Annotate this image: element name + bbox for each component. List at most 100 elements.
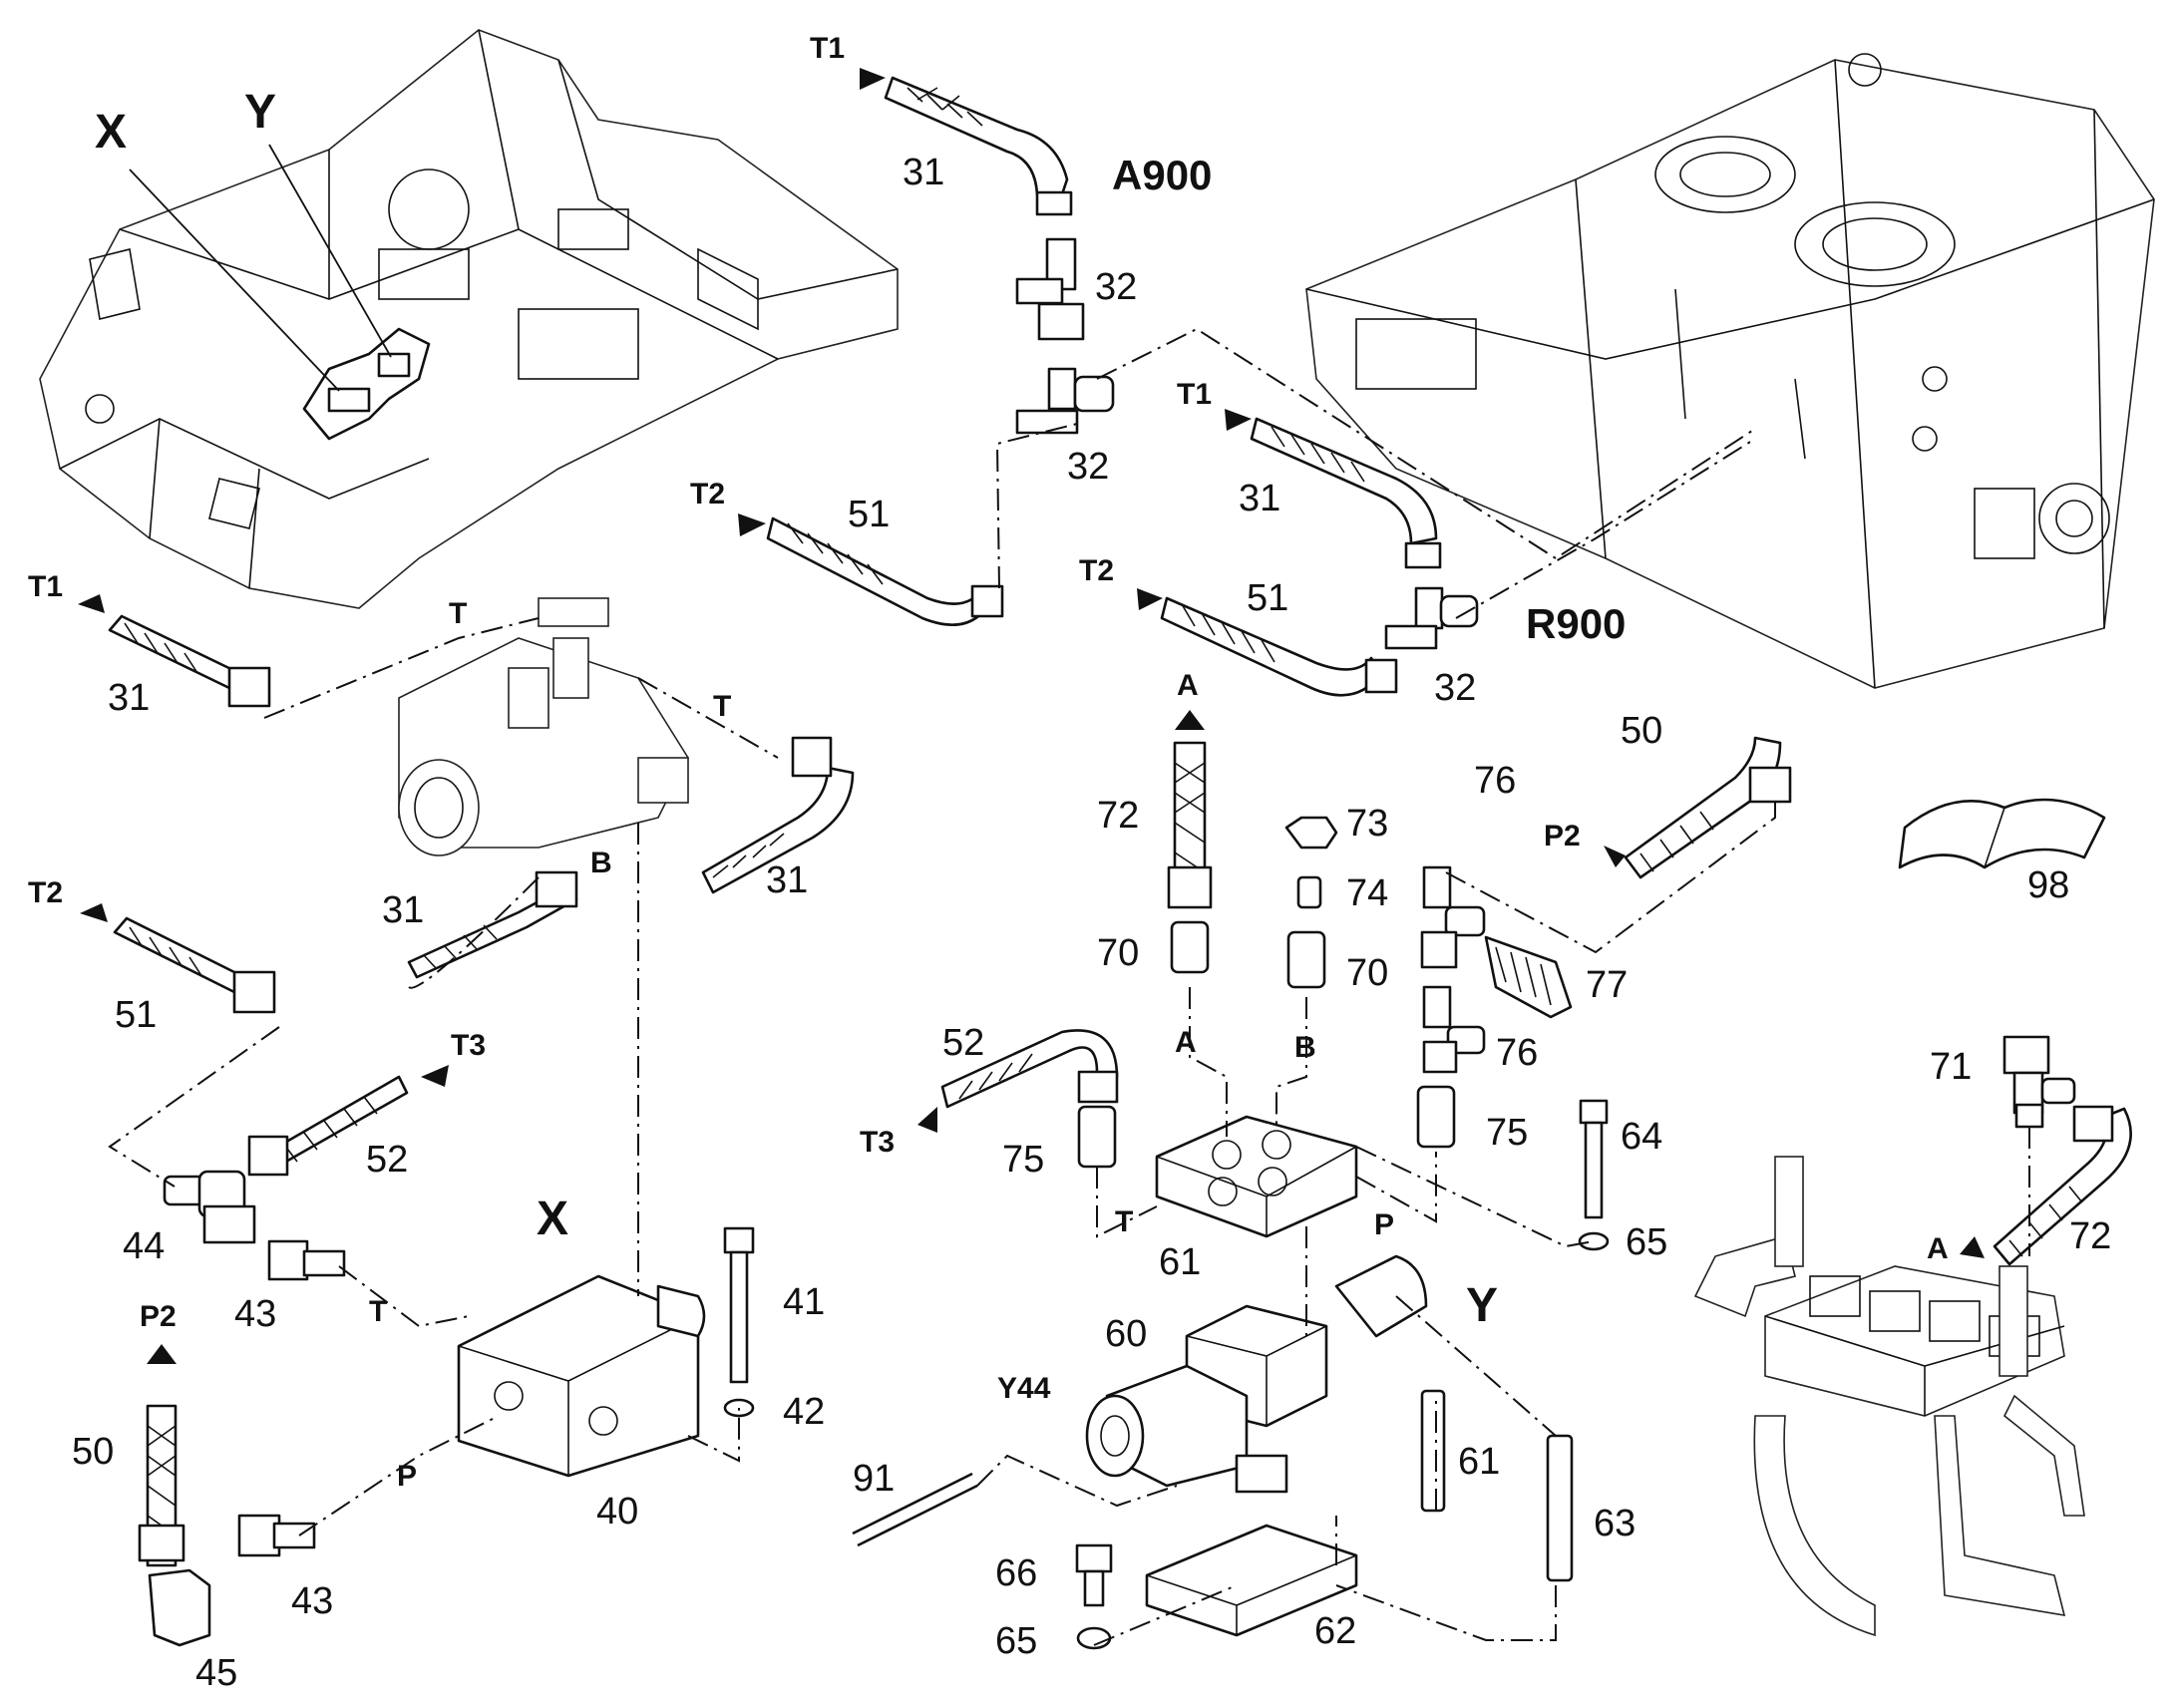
- valve-manifold: [398, 597, 689, 856]
- callout-70: 70: [1346, 952, 1388, 994]
- connection-lines: [108, 327, 2030, 1646]
- callout-44: 44: [123, 1225, 165, 1267]
- bolt-64: [1579, 1099, 1609, 1219]
- view-label-y: Y: [1466, 1279, 1498, 1332]
- port-p2: P2: [140, 1300, 177, 1333]
- port-t2: T2: [690, 478, 725, 511]
- tee-76-lower: [1422, 985, 1486, 1074]
- hose-52-center: [940, 1029, 1119, 1109]
- chassis-frame: [39, 29, 899, 609]
- component-label-a900: A900: [1112, 152, 1212, 198]
- adapter-plate-61: [1155, 1115, 1358, 1238]
- tee-32-middle: [1015, 367, 1115, 435]
- callout-52: 52: [942, 1022, 984, 1064]
- port-p: P: [397, 1460, 417, 1493]
- hose-72-center: [1167, 741, 1213, 909]
- callout-51: 51: [1247, 577, 1288, 619]
- hose-31-manifold-left: [407, 870, 578, 979]
- hose-31-manifold-right: [701, 736, 855, 894]
- callout-62: 62: [1314, 1610, 1356, 1652]
- port-t2: T2: [1079, 554, 1114, 587]
- callout-31: 31: [108, 677, 150, 719]
- cap-73: [1284, 816, 1338, 850]
- cable-91-b: [852, 1472, 973, 1536]
- adapter-43-lower: [237, 1514, 316, 1557]
- hose-31-top: [884, 76, 1073, 216]
- callout-65: 65: [995, 1620, 1037, 1662]
- view-label-x: X: [537, 1193, 568, 1245]
- callout-31: 31: [766, 859, 808, 901]
- callout-91: 91: [853, 1458, 895, 1500]
- port-a: A: [1927, 1232, 1949, 1265]
- leader-y-inset: [268, 144, 392, 358]
- solenoid-valve-60: [1085, 1254, 1428, 1494]
- hose-51-left: [113, 916, 276, 1014]
- port-t1: T1: [810, 32, 845, 65]
- port-t3: T3: [451, 1029, 486, 1062]
- hose-31-right: [1250, 417, 1442, 569]
- callout-32: 32: [1434, 667, 1476, 709]
- callout-45: 45: [195, 1652, 237, 1694]
- callout-50: 50: [72, 1431, 114, 1473]
- arrow-t1-left: [78, 594, 105, 613]
- port-t: T: [1115, 1205, 1133, 1238]
- adapter-43-upper: [267, 1239, 346, 1281]
- callout-76: 76: [1496, 1032, 1538, 1074]
- callout-42: 42: [783, 1391, 825, 1433]
- port-a: A: [1177, 669, 1199, 702]
- callout-labels: 31 32 32 51 31 51 32 31 31 31 51 52 44 4…: [72, 152, 2111, 1694]
- arrow-a-center: [1175, 710, 1205, 730]
- callout-66: 66: [995, 1552, 1037, 1594]
- arrow-p2-right: [1604, 846, 1626, 867]
- arrow-t2-right: [1137, 588, 1163, 610]
- callout-74: 74: [1346, 872, 1388, 914]
- callout-61: 61: [1458, 1441, 1500, 1483]
- callout-51: 51: [848, 494, 890, 535]
- callout-65: 65: [1626, 1221, 1667, 1263]
- port-t3: T3: [860, 1126, 895, 1159]
- arrow-p2-left: [147, 1344, 177, 1364]
- callout-61: 61: [1159, 1241, 1201, 1283]
- callout-77: 77: [1586, 964, 1628, 1006]
- cable-91: [857, 1484, 978, 1547]
- plug-74: [1296, 875, 1322, 909]
- hose-51-right: [1160, 596, 1398, 697]
- spacer-63: [1546, 1434, 1574, 1582]
- callout-72: 72: [1097, 795, 1139, 837]
- bolt-66: [1075, 1543, 1113, 1607]
- callout-64: 64: [1621, 1116, 1662, 1158]
- flow-arrows: [78, 68, 1985, 1364]
- arrow-t1-right: [1225, 409, 1252, 431]
- valve-bank-assembly: [1693, 1156, 2085, 1637]
- component-label-r900: R900: [1526, 600, 1626, 647]
- callout-98: 98: [2027, 864, 2069, 906]
- nipple-75-left: [1077, 1105, 1117, 1169]
- screw-61: [1420, 1389, 1446, 1513]
- arrow-t2-top: [738, 513, 766, 536]
- port-t1: T1: [1177, 378, 1212, 411]
- tee-32-upper: [1015, 237, 1085, 341]
- manual-book-98: [1898, 798, 2106, 869]
- tee-32-right: [1384, 586, 1479, 650]
- callout-63: 63: [1594, 1503, 1635, 1544]
- callout-72: 72: [2069, 1215, 2111, 1257]
- hose-31-left: [108, 614, 271, 708]
- callout-41: 41: [783, 1281, 825, 1323]
- tank-r900: [1305, 53, 2155, 689]
- port-t: T: [713, 690, 731, 723]
- callout-71: 71: [1930, 1046, 1972, 1088]
- arrow-a-right: [1960, 1236, 1985, 1258]
- callout-76: 76: [1474, 760, 1516, 802]
- elbow-45: [148, 1568, 211, 1647]
- hose-77: [1484, 935, 1573, 1019]
- view-label-y-top: Y: [244, 86, 276, 139]
- view-labels: X Y A900 R900 Y44: [537, 152, 1626, 1405]
- port-b: B: [1294, 1031, 1316, 1064]
- callout-75: 75: [1002, 1139, 1044, 1181]
- port-t: T: [449, 597, 467, 630]
- port-p: P: [1374, 1208, 1394, 1241]
- hose-51-top: [766, 516, 1004, 626]
- callout-52: 52: [366, 1139, 408, 1181]
- view-label-x-top: X: [95, 106, 127, 159]
